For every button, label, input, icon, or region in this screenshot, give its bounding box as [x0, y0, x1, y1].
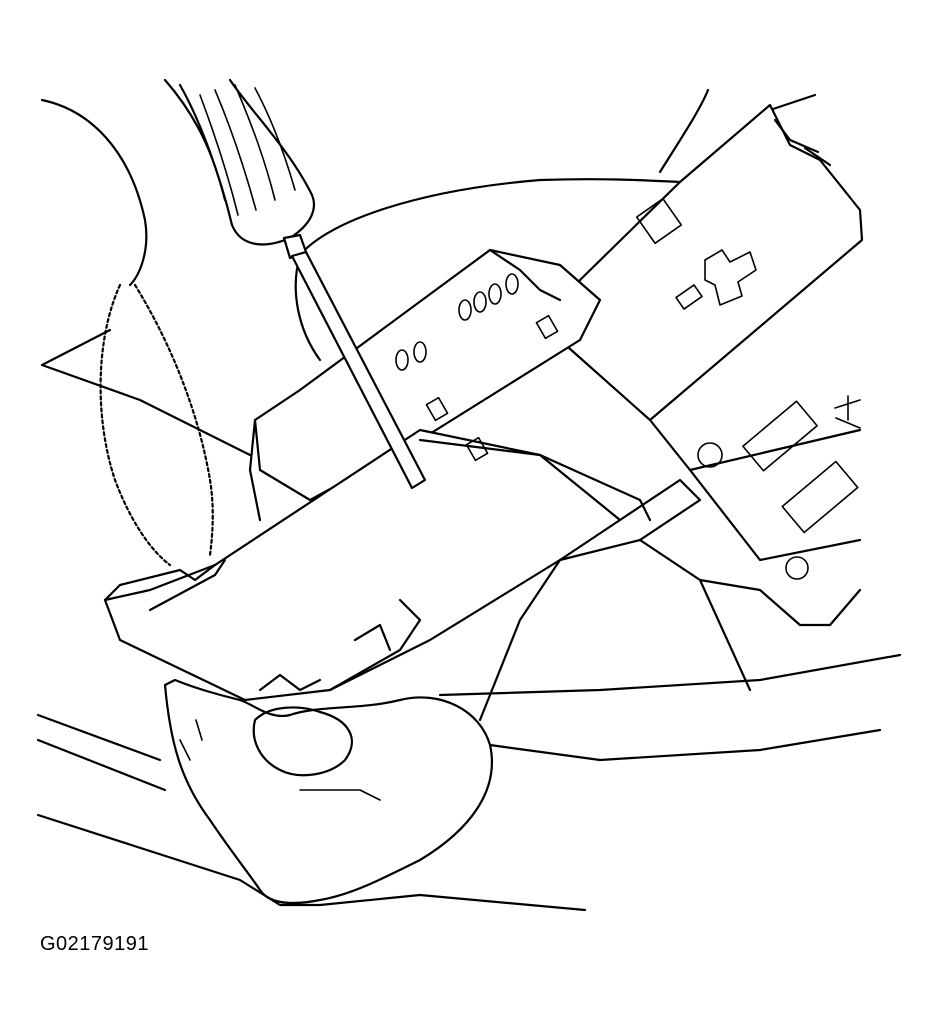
radio-unit [103, 248, 702, 722]
radio-module-housing [558, 103, 864, 692]
figure-id-label: G02179191 [40, 933, 150, 955]
wiring-harness [99, 283, 214, 567]
screwdriver [178, 78, 427, 490]
hand [36, 653, 902, 912]
